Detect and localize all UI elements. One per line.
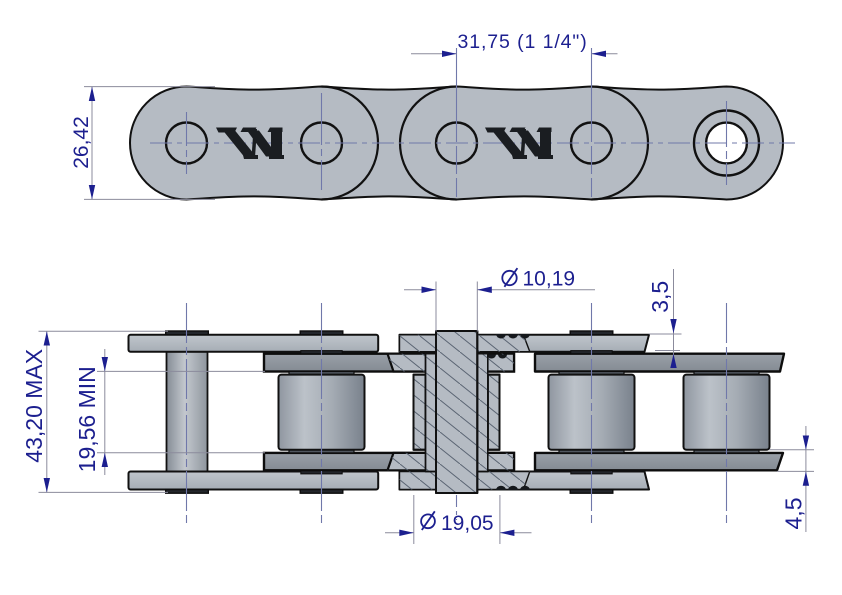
svg-text:19,56 MIN: 19,56 MIN [74,366,100,472]
svg-text:43,20 MAX: 43,20 MAX [21,349,47,463]
svg-text:19,05: 19,05 [441,512,494,535]
svg-text:10,19: 10,19 [523,268,576,291]
svg-text:4,5: 4,5 [780,498,806,530]
svg-text:3,5: 3,5 [647,281,673,313]
svg-text:31,75 (1 1/4"): 31,75 (1 1/4") [458,31,588,53]
svg-text:26,42: 26,42 [70,116,93,169]
